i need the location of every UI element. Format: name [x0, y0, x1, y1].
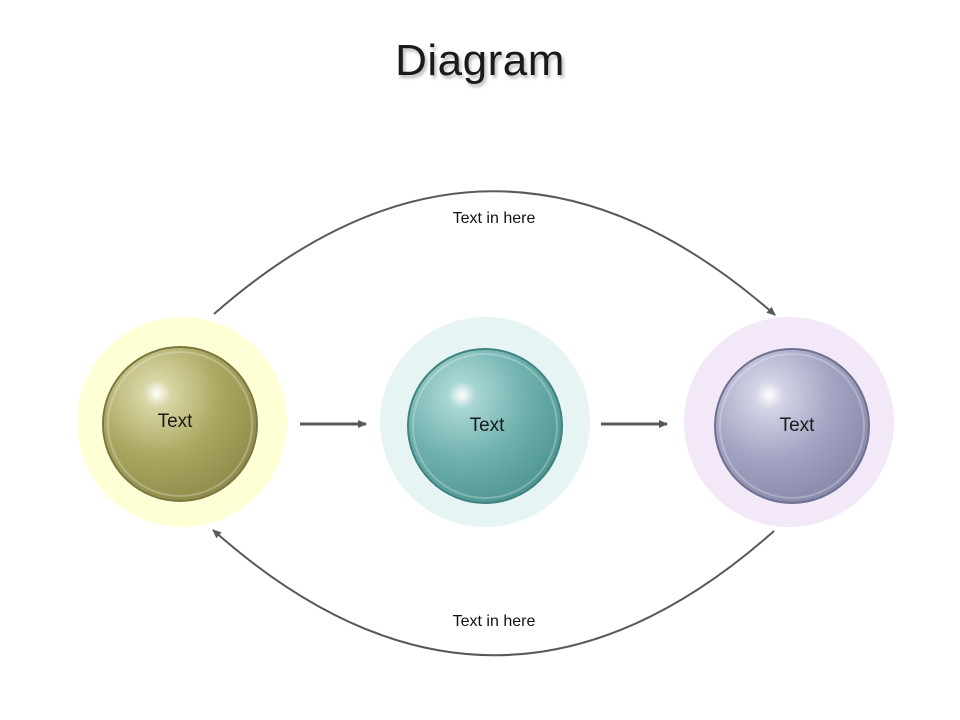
diagram-title: Diagram: [395, 36, 565, 85]
bottom-arc-arrow: [212, 529, 775, 657]
node-3-sphere: [714, 348, 870, 504]
node-2-label: Text: [469, 415, 505, 436]
node-3-label: Text: [779, 415, 815, 436]
top-arc-label: Text in here: [452, 210, 536, 227]
node-2-sphere: [407, 348, 563, 504]
node-1-label: Text: [157, 411, 193, 432]
node-1-rim: [107, 351, 253, 497]
top-arc-arrow: [213, 190, 776, 316]
node-1-sphere: [102, 346, 258, 502]
node-2-rim: [412, 353, 558, 499]
node-3-rim: [719, 353, 865, 499]
bottom-arc-label: Text in here: [452, 613, 536, 630]
